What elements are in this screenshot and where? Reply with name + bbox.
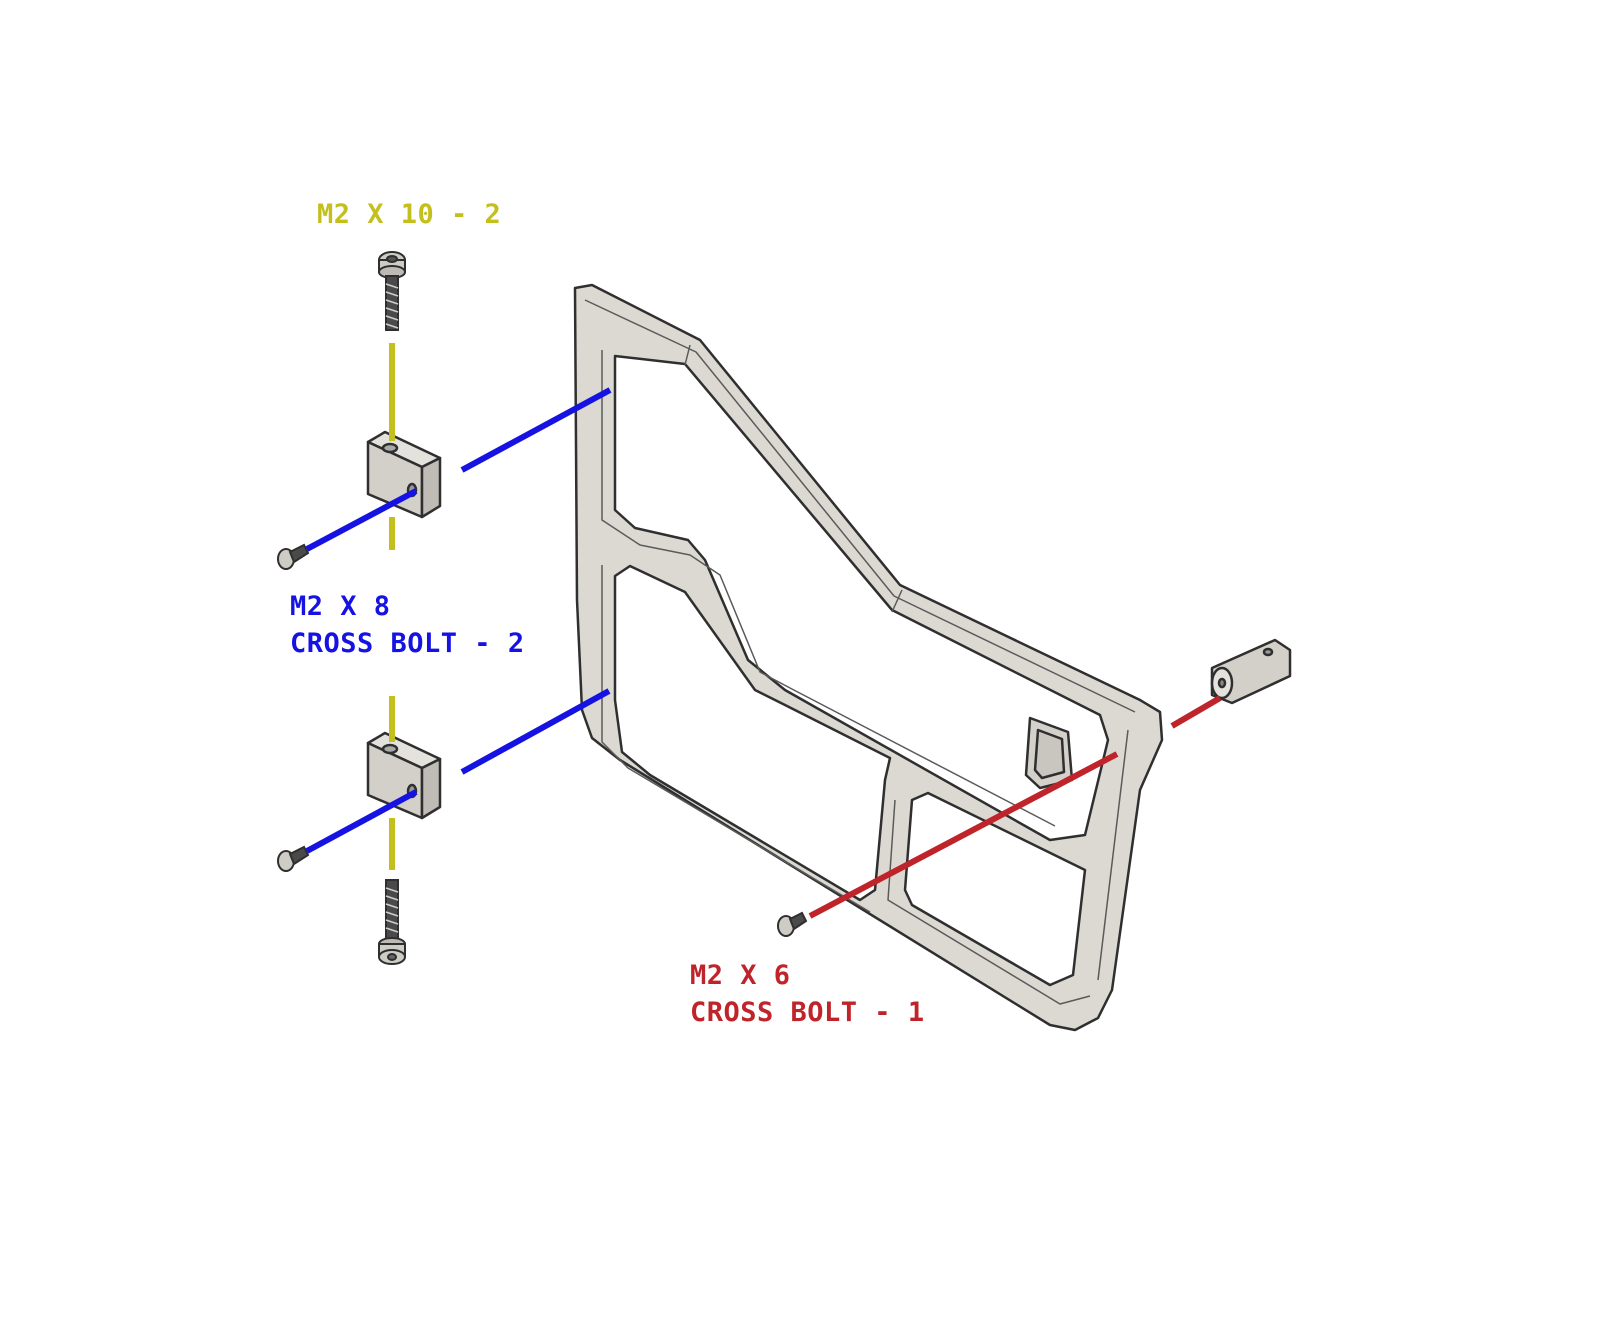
- callout-label-cross-bolt-2-size: M2 X 8: [290, 591, 391, 622]
- blue-callout-lines: [305, 387, 612, 854]
- callout-label-cross-bolt-1-qty: CROSS BOLT - 1: [690, 997, 925, 1028]
- latch-pin: [1210, 638, 1292, 705]
- hinge-block-lower: [366, 731, 442, 820]
- cross-bolt-latch: [777, 911, 808, 937]
- callout-label-top-screw: M2 X 10 - 2: [317, 199, 502, 230]
- door-latch-handle: [1024, 716, 1074, 790]
- door-frame: [573, 283, 1164, 1032]
- red-callout-lines: [808, 695, 1222, 919]
- callout-label-cross-bolt-1-size: M2 X 6: [690, 960, 791, 991]
- callout-label-cross-bolt-2-qty: CROSS BOLT - 2: [290, 628, 525, 659]
- cross-bolt-upper: [277, 543, 310, 570]
- cross-bolt-lower: [277, 845, 310, 872]
- hinge-block-upper: [366, 430, 442, 519]
- socket-screw-top: [378, 251, 406, 331]
- socket-screw-bottom: [378, 879, 406, 965]
